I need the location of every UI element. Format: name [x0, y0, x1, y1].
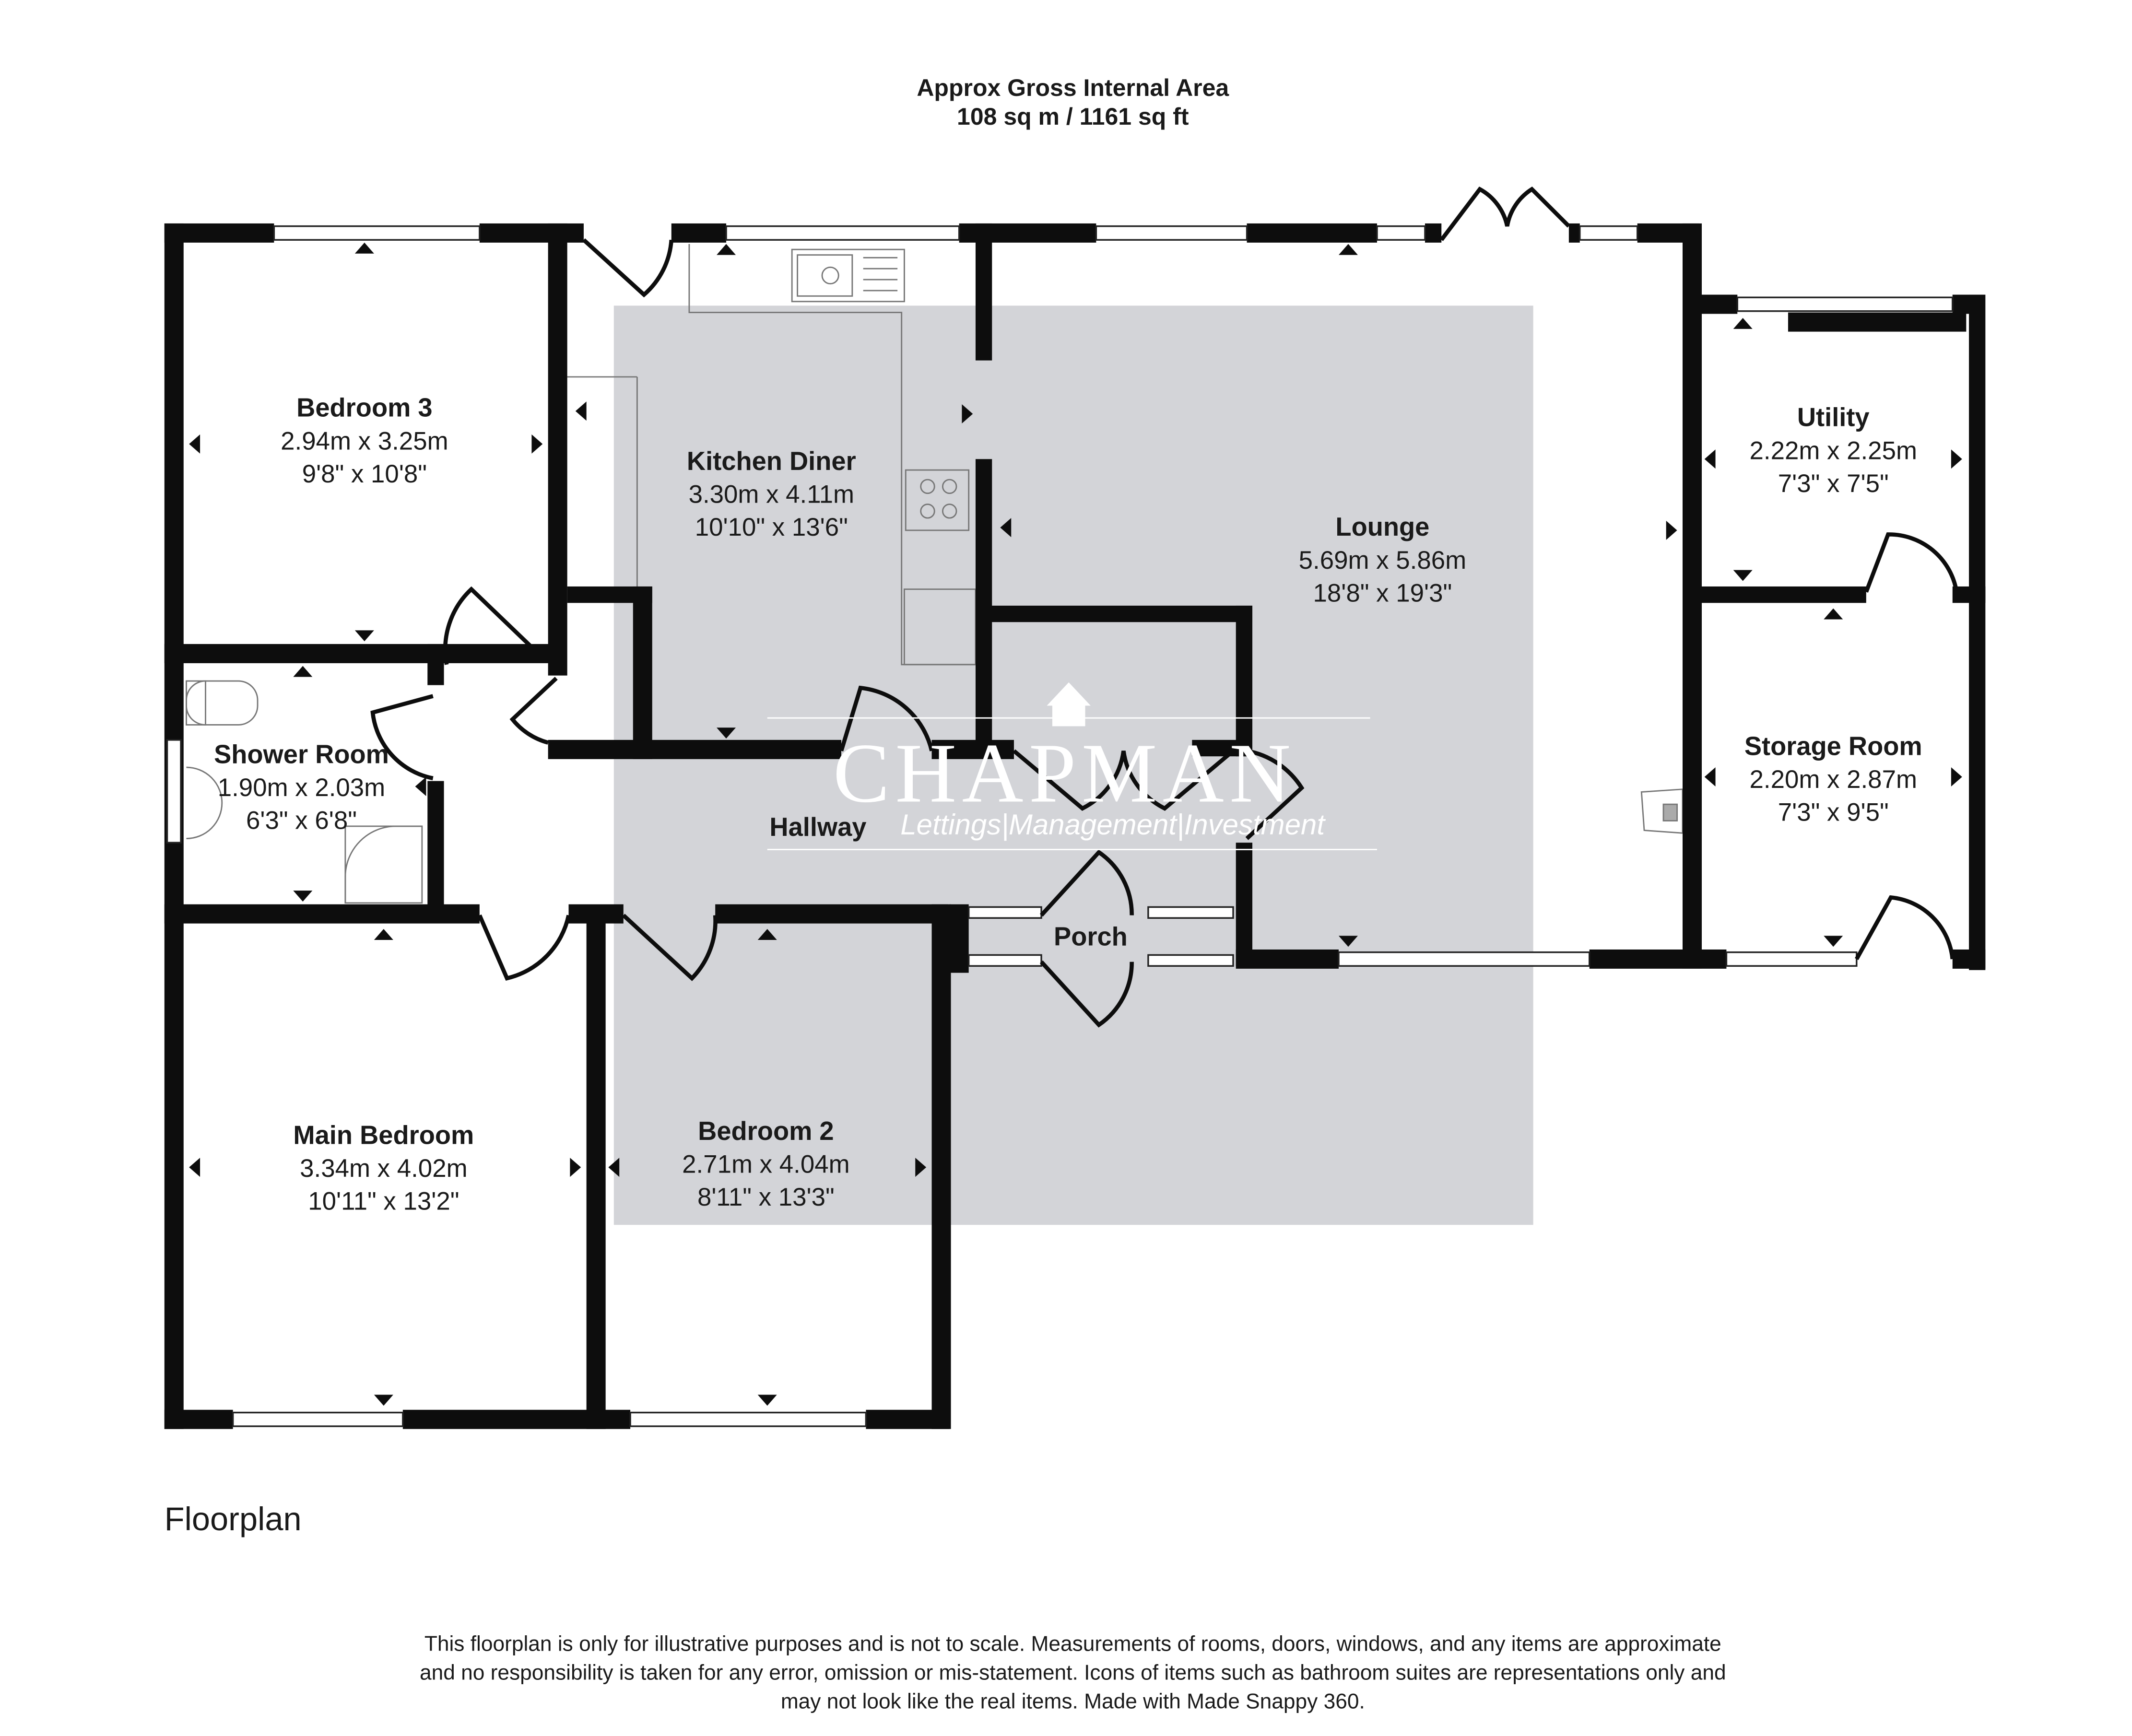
watermark-box [613, 305, 1533, 1225]
kitchen-name: Kitchen Diner [687, 446, 856, 476]
shower-name: Shower Room [214, 739, 389, 769]
main-bedroom-imperial: 10'11" x 13'2" [308, 1187, 459, 1216]
shower-imperial: 6'3" x 6'8" [246, 807, 357, 835]
main-bedroom-metric: 3.34m x 4.02m [300, 1154, 467, 1183]
bedroom2-name: Bedroom 2 [698, 1116, 834, 1146]
room-labels: Bedroom 3 2.94m x 3.25m 9'8" x 10'8" Kit… [214, 393, 1922, 1216]
doors [370, 186, 1959, 1028]
fixtures [186, 244, 1684, 904]
disclaimer-line-1: This floorplan is only for illustrative … [424, 1632, 1721, 1656]
lounge-name: Lounge [1335, 512, 1429, 541]
storage-imperial: 7'3" x 9'5" [1778, 798, 1889, 826]
kitchen-imperial: 10'10" x 13'6" [695, 513, 848, 541]
measurement-arrows [189, 242, 1962, 1406]
kitchen-metric: 3.30m x 4.11m [689, 481, 855, 509]
storage-metric: 2.20m x 2.87m [1750, 765, 1917, 794]
lounge-metric: 5.69m x 5.86m [1299, 546, 1466, 575]
utility-name: Utility [1797, 403, 1870, 432]
lounge-imperial: 18'8" x 19'3" [1313, 579, 1452, 607]
bedroom2-imperial: 8'11" x 13'3" [697, 1183, 835, 1211]
floor-label: Floorplan [165, 1501, 302, 1537]
porch-name: Porch [1054, 922, 1128, 951]
area-title: Approx Gross Internal Area [917, 74, 1229, 101]
area-figures: 108 sq m / 1161 sq ft [957, 103, 1189, 130]
main-bedroom-name: Main Bedroom [293, 1121, 474, 1150]
bedroom2-metric: 2.71m x 4.04m [682, 1150, 849, 1179]
shower-metric: 1.90m x 2.03m [218, 774, 385, 802]
disclaimer-line-3: may not look like the real items. Made w… [781, 1690, 1365, 1713]
utility-imperial: 7'3" x 7'5" [1778, 469, 1889, 498]
bedroom3-imperial: 9'8" x 10'8" [302, 460, 427, 488]
watermark-tagline: Lettings|Management|Investment [900, 809, 1326, 841]
hallway-name: Hallway [769, 812, 866, 842]
storage-name: Storage Room [1744, 731, 1922, 761]
disclaimer-line-2: and no responsibility is taken for any e… [420, 1661, 1726, 1685]
utility-metric: 2.22m x 2.25m [1750, 436, 1917, 465]
watermark-brand: CHAPMAN [833, 726, 1296, 820]
bedroom3-metric: 2.94m x 3.25m [281, 427, 448, 455]
watermark-logo: CHAPMAN Lettings|Management|Investment [767, 682, 1377, 850]
bedroom3-name: Bedroom 3 [296, 393, 432, 422]
house-icon [1047, 682, 1091, 727]
